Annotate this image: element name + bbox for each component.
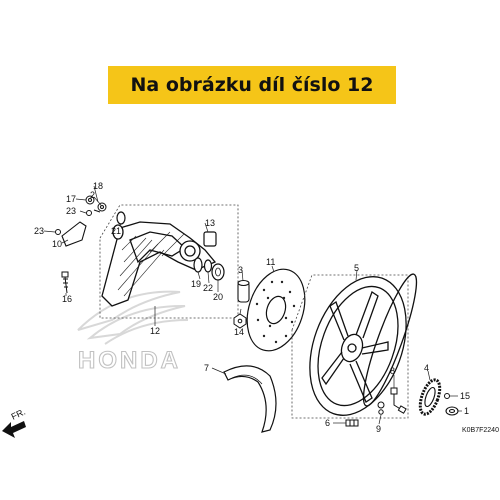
callout-23-left: 23	[34, 226, 44, 236]
callout-11: 11	[266, 257, 275, 267]
front-direction-label: FR.	[10, 407, 27, 422]
callout-17: 17	[66, 194, 76, 204]
seal-part-19	[193, 257, 203, 273]
front-direction-arrow: FR.	[2, 407, 27, 438]
callout-16: 16	[62, 294, 72, 304]
rear-wheel-part-5	[309, 273, 418, 416]
seal-part-22	[203, 259, 213, 273]
collar-part-3	[237, 279, 250, 303]
banner-text: Na obrázku díl číslo 12	[130, 74, 374, 96]
callout-18: 18	[93, 181, 103, 191]
bolt-part-14	[233, 313, 247, 329]
seal-part-21	[116, 211, 126, 225]
leader-lines	[43, 185, 462, 425]
diagram-code: K0B7F2240	[462, 427, 499, 434]
callout-4: 4	[424, 363, 429, 373]
part-number-banner: Na obrázku díl číslo 12	[108, 66, 396, 104]
callout-5: 5	[354, 263, 359, 273]
collar-part-1	[445, 406, 459, 416]
callout-23-top: 23	[66, 206, 76, 216]
callout-6: 6	[325, 418, 330, 428]
balance-weight-part-6	[345, 419, 359, 427]
callout-13: 13	[205, 218, 215, 228]
callout-22: 22	[203, 283, 213, 293]
collar-part-20	[211, 263, 225, 281]
honda-wing-logo	[77, 290, 189, 345]
callout-2: 2	[90, 190, 95, 200]
callout-21: 21	[111, 226, 121, 236]
front-arrow-icon	[2, 421, 26, 438]
callout-8: 8	[390, 366, 395, 376]
swingarm-group-box	[99, 204, 239, 319]
fastener-group-17-18-23	[55, 195, 107, 235]
bearing-part-13	[203, 231, 217, 247]
honda-watermark: HONDA	[78, 347, 181, 374]
callout-12: 12	[150, 326, 160, 336]
callout-7: 7	[204, 363, 209, 373]
callout-1: 1	[464, 406, 469, 416]
callout-9: 9	[376, 424, 381, 434]
valve-part-9	[377, 401, 385, 415]
sprocket-part-4	[418, 378, 442, 416]
bracket-part-10	[61, 221, 87, 247]
nut-part-15	[444, 393, 450, 399]
callout-20: 20	[213, 292, 223, 302]
callout-15: 15	[460, 391, 470, 401]
callout-10: 10	[52, 239, 62, 249]
callout-labels: 18 17 2 23 23 10 16 21 13 19 22 20 3 14 …	[34, 181, 470, 434]
valve-stem-part-8	[390, 387, 407, 414]
wheel-group-box	[291, 274, 409, 419]
mudguard-part-7	[223, 365, 277, 433]
callout-19: 19	[191, 279, 201, 289]
callout-14: 14	[234, 327, 244, 337]
callout-3: 3	[238, 265, 243, 275]
brake-disc-part-11	[246, 268, 306, 352]
bolt-part-16	[61, 271, 69, 294]
